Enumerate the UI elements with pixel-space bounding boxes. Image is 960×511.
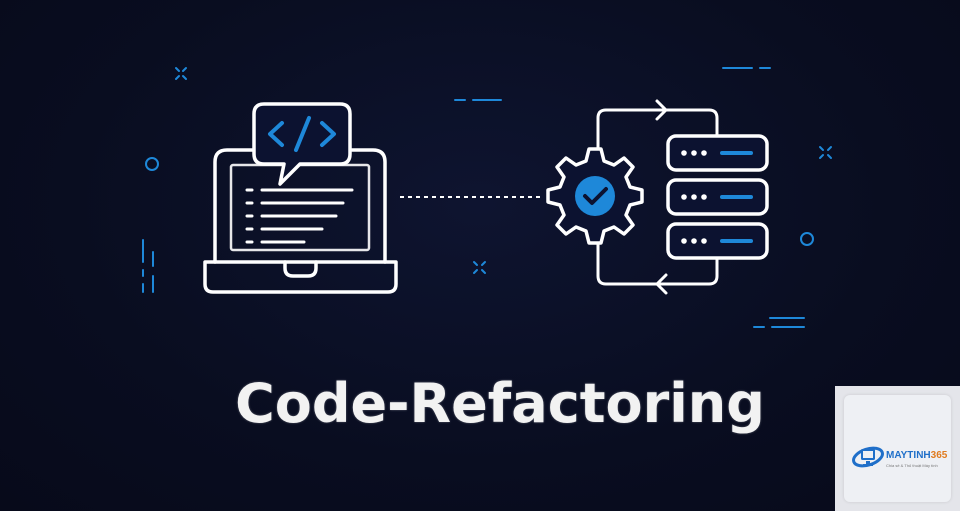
dash-bottom-right — [753, 317, 805, 328]
watermark-brand: MAYTINH365 — [886, 450, 948, 461]
laptop-icon — [203, 148, 398, 294]
watermark-card: MAYTINH365 Chia sẻ & Thủ thuật Máy tính — [844, 395, 951, 502]
refresh-cycle-arrows-icon — [596, 99, 719, 295]
watermark-logo: MAYTINH365 Chia sẻ & Thủ thuật Máy tính — [835, 386, 960, 511]
sparkle-top-left-icon — [175, 67, 187, 80]
decorations — [142, 67, 832, 328]
watermark-tagline: Chia sẻ & Thủ thuật Máy tính — [886, 463, 938, 468]
server-stack-icon — [666, 134, 769, 260]
code-lines — [245, 188, 354, 244]
sparkle-center-icon — [473, 261, 486, 274]
sparkle-right-icon — [819, 146, 832, 159]
gear-check-icon — [546, 147, 644, 245]
code-speech-bubble-icon — [252, 102, 352, 186]
vertical-dashes-left — [142, 239, 154, 293]
monitor-globe-icon — [852, 446, 884, 468]
page-title: Code-Refactoring — [235, 372, 765, 435]
dot-circle-left — [145, 157, 159, 171]
dot-circle-right — [800, 232, 814, 246]
